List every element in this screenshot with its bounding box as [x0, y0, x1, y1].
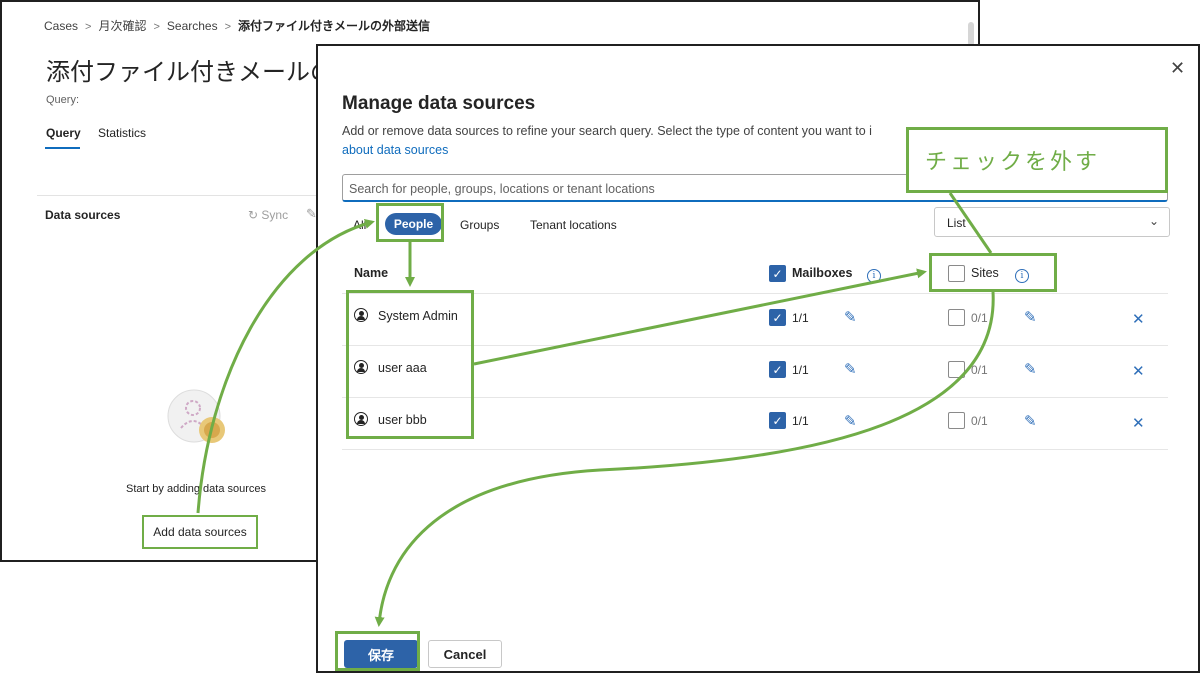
view-select-value: List	[947, 216, 966, 230]
site-count: 0/1	[971, 311, 988, 325]
site-count: 0/1	[971, 363, 988, 377]
table-row-name[interactable]: user aaa	[354, 360, 427, 375]
person-name: System Admin	[378, 309, 458, 323]
sync-icon: ↻	[248, 208, 259, 222]
sites-header-checkbox[interactable]	[948, 265, 965, 282]
filter-people[interactable]: People	[385, 213, 442, 235]
row-divider	[342, 345, 1168, 346]
breadcrumb-cases[interactable]: Cases	[44, 19, 79, 33]
annotation-callout: チェックを外す	[906, 127, 1168, 193]
divider	[37, 195, 327, 196]
sync-label: Sync	[261, 208, 289, 222]
remove-row-icon[interactable]: ✕	[1132, 415, 1145, 432]
learn-more-link[interactable]: about data sources	[342, 143, 449, 157]
dialog-title: Manage data sources	[342, 93, 536, 114]
column-header-name[interactable]: Name	[354, 266, 389, 280]
tab-statistics[interactable]: Statistics	[98, 126, 147, 140]
highlight-people-list	[346, 290, 474, 439]
site-checkbox[interactable]	[948, 361, 965, 378]
site-count: 0/1	[971, 414, 988, 428]
site-checkbox[interactable]	[948, 309, 965, 326]
callout-pointer-line	[948, 192, 993, 254]
edit-mailbox-icon[interactable]: ✎	[844, 309, 857, 326]
breadcrumb-monthly-check[interactable]: 月次確認	[98, 19, 147, 33]
remove-row-icon[interactable]: ✕	[1132, 363, 1145, 380]
edit-site-icon[interactable]: ✎	[1024, 361, 1037, 378]
page-title: 添付ファイル付きメールの	[46, 59, 334, 86]
header-divider	[342, 293, 1168, 294]
scrollbar[interactable]	[968, 22, 974, 46]
edit-icon[interactable]: ✎	[306, 206, 317, 221]
person-name: user bbb	[378, 413, 427, 427]
sync-button[interactable]: ↻ Sync	[248, 208, 288, 222]
filter-groups[interactable]: Groups	[460, 218, 500, 232]
mailboxes-header-checkbox[interactable]: ✓	[769, 265, 786, 282]
tab-query[interactable]: Query	[46, 126, 81, 140]
cancel-button[interactable]: Cancel	[428, 640, 502, 668]
add-data-sources-button[interactable]: Add data sources	[142, 515, 258, 549]
mailbox-count: 1/1	[792, 363, 809, 377]
chevron-right-icon: >	[153, 21, 160, 33]
mailbox-checkbox[interactable]: ✓	[769, 309, 786, 326]
info-icon[interactable]: i	[1015, 269, 1029, 283]
chevron-down-icon: ⌄	[1148, 214, 1159, 228]
arrow-sites-to-save	[374, 291, 995, 627]
edit-site-icon[interactable]: ✎	[1024, 309, 1037, 326]
close-icon[interactable]: ✕	[1170, 58, 1186, 78]
table-row-name[interactable]: System Admin	[354, 308, 458, 323]
breadcrumb-searches[interactable]: Searches	[166, 19, 218, 33]
site-checkbox[interactable]	[948, 412, 965, 429]
column-header-sites: Sites	[971, 266, 999, 280]
breadcrumb: Cases > 月次確認 > Searches > 添付ファイル付きメールの外部送信	[44, 17, 430, 34]
view-select[interactable]: List ⌄	[934, 207, 1170, 237]
chevron-right-icon: >	[224, 21, 232, 33]
edit-mailbox-icon[interactable]: ✎	[844, 361, 857, 378]
mailbox-checkbox[interactable]: ✓	[769, 361, 786, 378]
person-icon	[354, 308, 368, 322]
filter-tenant-locations[interactable]: Tenant locations	[530, 218, 617, 232]
breadcrumb-current: 添付ファイル付きメールの外部送信	[238, 19, 431, 33]
row-divider	[342, 397, 1168, 398]
person-icon	[354, 360, 368, 374]
mailbox-checkbox[interactable]: ✓	[769, 412, 786, 429]
row-divider	[342, 449, 1168, 450]
active-tab-indicator	[45, 147, 80, 149]
empty-state-text: Start by adding data sources	[126, 483, 267, 495]
mailbox-count: 1/1	[792, 311, 809, 325]
person-name: user aaa	[378, 361, 427, 375]
person-icon	[354, 412, 368, 426]
query-label: Query:	[46, 94, 80, 106]
highlight-sites-column	[929, 253, 1057, 292]
dialog-description: Add or remove data sources to refine you…	[342, 124, 872, 138]
edit-mailbox-icon[interactable]: ✎	[844, 413, 857, 430]
chevron-right-icon: >	[85, 21, 92, 33]
arrow-list-to-sites	[473, 268, 927, 366]
save-button[interactable]: 保存	[344, 640, 418, 668]
edit-site-icon[interactable]: ✎	[1024, 413, 1037, 430]
data-sources-heading: Data sources	[45, 208, 121, 222]
empty-state-people-icon	[167, 389, 225, 443]
arrow-add-to-people	[196, 219, 375, 514]
remove-row-icon[interactable]: ✕	[1132, 311, 1145, 328]
highlight-save-button	[335, 631, 420, 671]
highlight-people-tab	[376, 203, 444, 242]
column-header-mailboxes: Mailboxes	[792, 266, 853, 280]
mailbox-count: 1/1	[792, 414, 809, 428]
table-row-name[interactable]: user bbb	[354, 412, 427, 427]
